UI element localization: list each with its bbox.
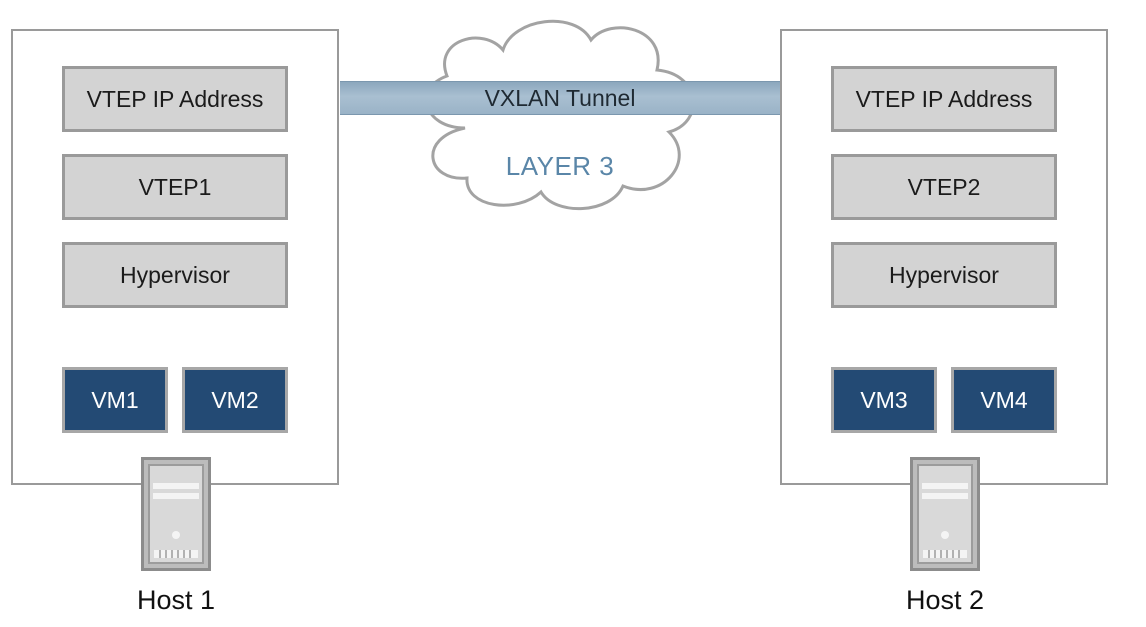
network-label: LAYER 3 <box>505 151 615 181</box>
host-2-vtep: VTEP2 <box>831 154 1057 220</box>
host-1-vtep-ip-address: VTEP IP Address <box>62 66 288 132</box>
host-1-vm-2: VM2 <box>182 367 288 433</box>
host-1-vm-1: VM1 <box>62 367 168 433</box>
server-icon <box>910 457 980 571</box>
host-2-label: Host 2 <box>905 585 985 615</box>
host-1-hypervisor: Hypervisor <box>62 242 288 308</box>
vxlan-tunnel <box>340 81 780 115</box>
host-2-vm-2: VM4 <box>951 367 1057 433</box>
host-2-vm-1: VM3 <box>831 367 937 433</box>
host-2-vtep-ip-address: VTEP IP Address <box>831 66 1057 132</box>
host-2-hypervisor: Hypervisor <box>831 242 1057 308</box>
tunnel-label: VXLAN Tunnel <box>484 85 636 111</box>
host-1-vtep: VTEP1 <box>62 154 288 220</box>
server-icon <box>141 457 211 571</box>
host-1-label: Host 1 <box>136 585 216 615</box>
